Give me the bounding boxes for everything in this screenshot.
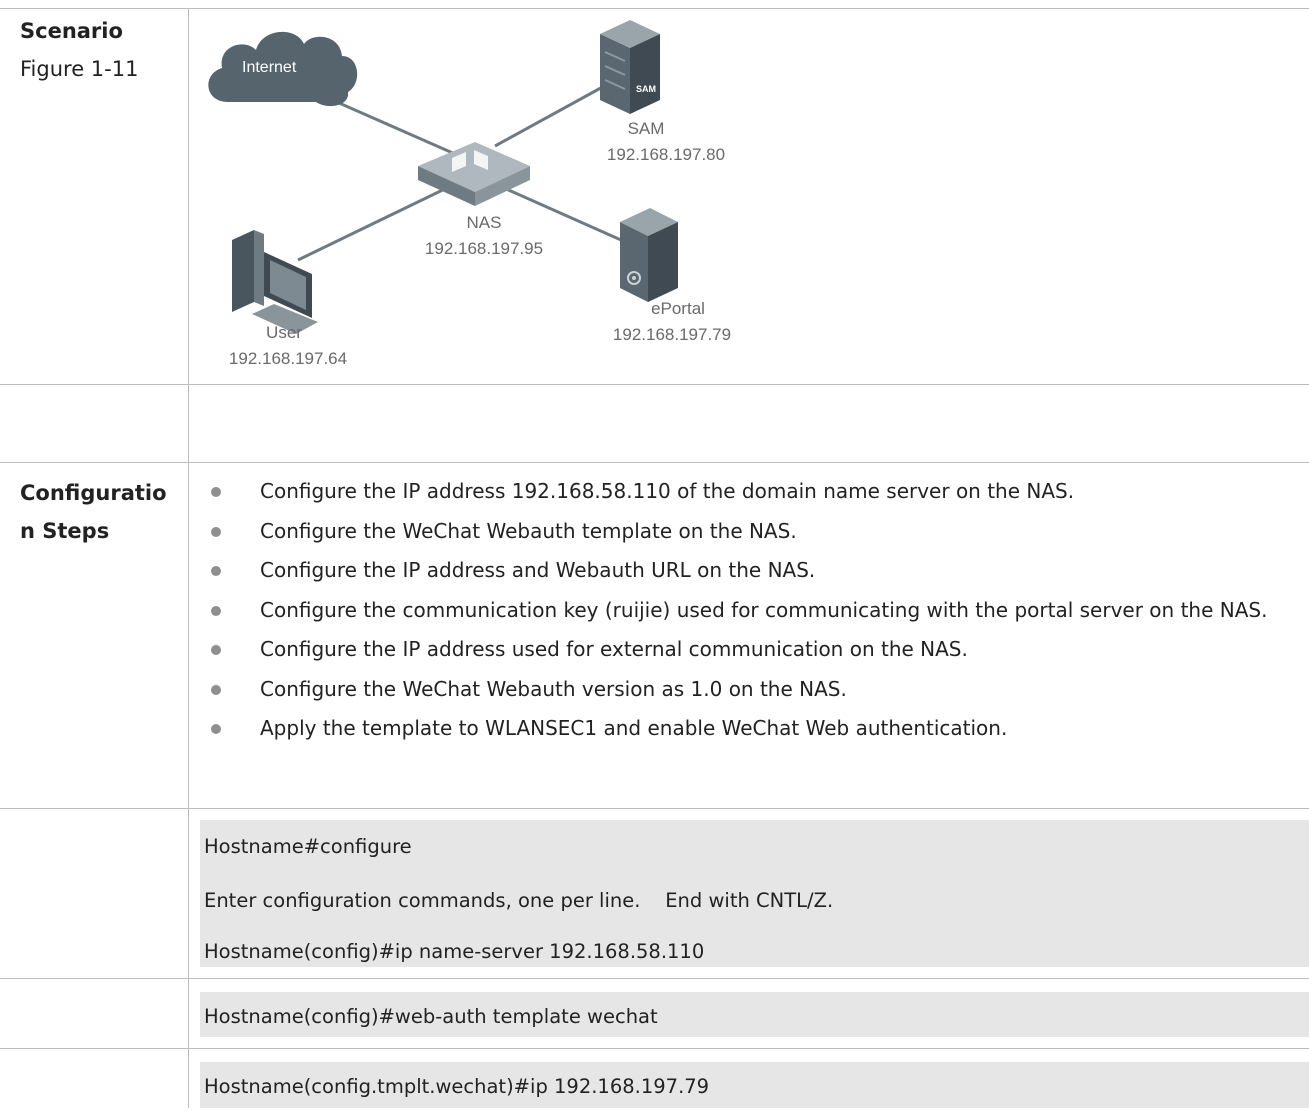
sam-server-icon <box>600 20 660 114</box>
row-divider <box>0 462 1309 463</box>
config-steps-title-line1: Configuratio <box>20 481 167 505</box>
bullet-icon <box>211 526 221 537</box>
bullet-icon <box>211 724 221 734</box>
row-divider <box>0 808 1309 809</box>
row-divider <box>0 384 1309 385</box>
config-steps-title-line2: n Steps <box>20 519 110 543</box>
bullet-icon <box>211 684 221 695</box>
list-item: Apply the template to WLANSEC1 and enabl… <box>211 709 1307 749</box>
sam-ip: 192.168.197.80 <box>607 145 725 164</box>
topology-diagram: Internet SAM SAM 192.168.197.80 NAS 192.… <box>208 20 731 368</box>
code-line: Enter configuration commands, one per li… <box>204 889 834 912</box>
code-block: Hostname(config.tmplt.wechat)#ip 192.168… <box>200 1062 1309 1108</box>
list-item: Configure the WeChat Webauth version as … <box>211 670 1307 710</box>
nas-ip: 192.168.197.95 <box>425 239 543 258</box>
sam-badge: SAM <box>636 84 656 94</box>
user-label: User <box>266 323 302 342</box>
list-item: Configure the IP address 192.168.58.110 … <box>211 472 1307 512</box>
link-nas-user <box>297 182 456 262</box>
code-line: Hostname#configure <box>204 835 412 858</box>
list-item: Configure the IP address used for extern… <box>211 630 1307 670</box>
list-item: Configure the communication key (ruijie)… <box>211 591 1307 631</box>
scenario-title: Scenario <box>20 19 123 43</box>
code-block: Hostname#configure Enter configuration c… <box>200 820 1309 967</box>
link-nas-sam <box>494 82 609 148</box>
code-line: Hostname(config.tmplt.wechat)#ip 192.168… <box>204 1075 710 1098</box>
list-item: Configure the IP address and Webauth URL… <box>211 551 1307 591</box>
figure-label: Figure 1-11 <box>20 57 139 81</box>
bullet-icon <box>211 645 221 655</box>
eportal-server-icon <box>620 208 678 302</box>
code-line: Hostname(config)#web-auth template wecha… <box>204 1005 658 1028</box>
bullet-icon <box>211 487 221 497</box>
link-nas-eportal <box>494 182 631 246</box>
row-divider <box>0 978 1309 979</box>
row-divider <box>0 1048 1309 1049</box>
network-topology-figure: Internet SAM SAM 192.168.197.80 NAS 192.… <box>200 16 760 376</box>
code-block: Hostname(config)#web-auth template wecha… <box>200 992 1309 1037</box>
config-steps-list: Configure the IP address 192.168.58.110 … <box>211 472 1307 749</box>
user-ip: 192.168.197.64 <box>229 349 347 368</box>
table-border-top <box>0 8 1309 9</box>
column-divider <box>188 8 189 1108</box>
list-item: Configure the WeChat Webauth template on… <box>211 512 1307 552</box>
bullet-icon <box>211 605 221 616</box>
internet-cloud-icon <box>208 31 358 107</box>
eportal-ip: 192.168.197.79 <box>613 325 731 344</box>
code-line: Hostname(config)#ip name-server 192.168.… <box>204 940 705 963</box>
nas-switch-icon <box>418 142 530 206</box>
user-pc-icon <box>232 230 318 334</box>
sam-label: SAM <box>628 119 665 138</box>
eportal-label: ePortal <box>651 299 705 318</box>
bullet-icon <box>211 566 221 576</box>
config-steps-label-cell: Configuratio n Steps <box>20 474 167 550</box>
nas-label: NAS <box>467 213 502 232</box>
scenario-label-cell: Scenario Figure 1-11 <box>20 12 138 88</box>
internet-label: Internet <box>242 59 297 76</box>
